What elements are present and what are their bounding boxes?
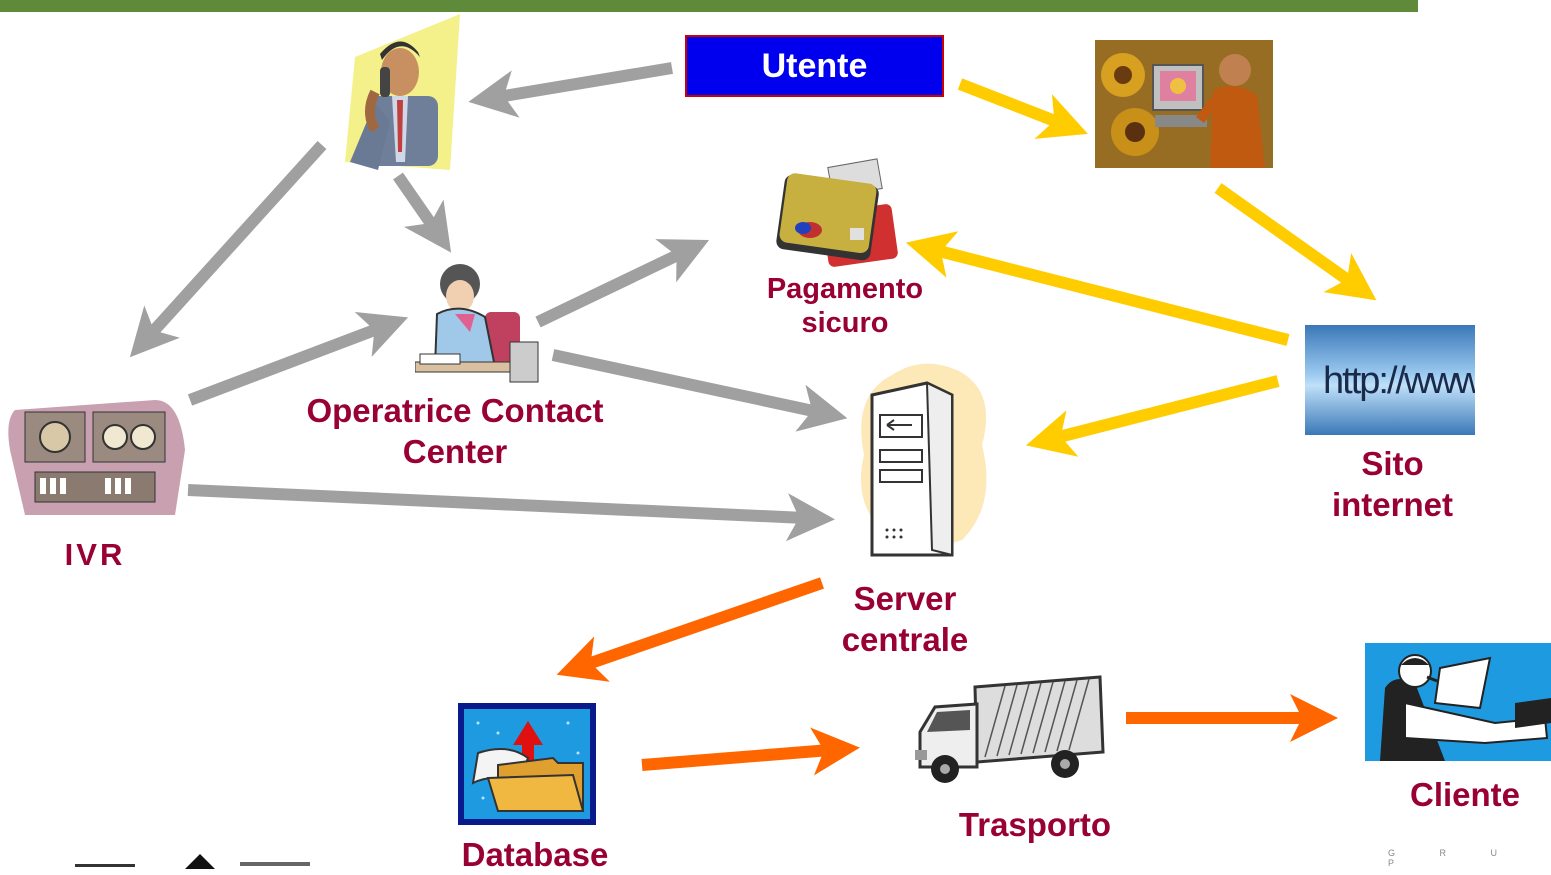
- arrow-sito-to-pagamento: [905, 231, 1290, 346]
- arrow-phone-to-operatrice: [393, 172, 452, 253]
- logo-fragment: [75, 854, 310, 869]
- man-on-phone-icon: [345, 14, 460, 170]
- arrow-server-to-database: [556, 577, 824, 682]
- label-ivr: IVR: [64, 537, 126, 572]
- label-trasporto: Trasporto: [958, 806, 1112, 843]
- tape-machine-icon: [8, 400, 185, 515]
- label-server-centrale: Server centrale: [841, 580, 969, 658]
- footer-group-text: G R U P: [1388, 848, 1519, 868]
- http-browser-icon: http://www: [1305, 325, 1475, 435]
- credit-cards-icon: [776, 158, 898, 267]
- arrow-computer-to-sito: [1214, 183, 1377, 301]
- person-at-computer-icon: [1095, 40, 1273, 168]
- http-text: http://www: [1323, 360, 1475, 402]
- arrow-sito-to-server: [1025, 375, 1280, 457]
- operator-woman-icon: [415, 264, 539, 383]
- label-operatrice-contact-center: Operatrice Contact Center: [306, 392, 604, 470]
- arrow-utente-to-phone: [468, 62, 673, 118]
- database-folder-icon: [458, 703, 596, 825]
- arrow-operatrice-to-server: [551, 349, 848, 432]
- arrow-ivr-to-server: [187, 484, 835, 542]
- utente-box: Utente: [685, 35, 944, 97]
- server-tower-icon: [860, 363, 987, 557]
- top-bar: [0, 0, 1418, 12]
- label-database: Database: [461, 836, 609, 873]
- arrow-operatrice-to-pagamento: [535, 239, 710, 328]
- label-pagamento-sicuro: Pagamento sicuro: [766, 273, 924, 339]
- label-cliente: Cliente: [1409, 776, 1521, 813]
- relaxing-man-icon: [1365, 643, 1551, 761]
- delivery-truck-icon: [915, 675, 1105, 783]
- label-sito-internet: Sito internet: [1331, 445, 1453, 523]
- arrow-database-to-trasporto: [641, 727, 860, 776]
- arrow-utente-to-computer: [957, 78, 1088, 139]
- arrow-ivr-to-operatrice: [187, 311, 409, 406]
- arrow-phone-to-ivr: [129, 140, 327, 358]
